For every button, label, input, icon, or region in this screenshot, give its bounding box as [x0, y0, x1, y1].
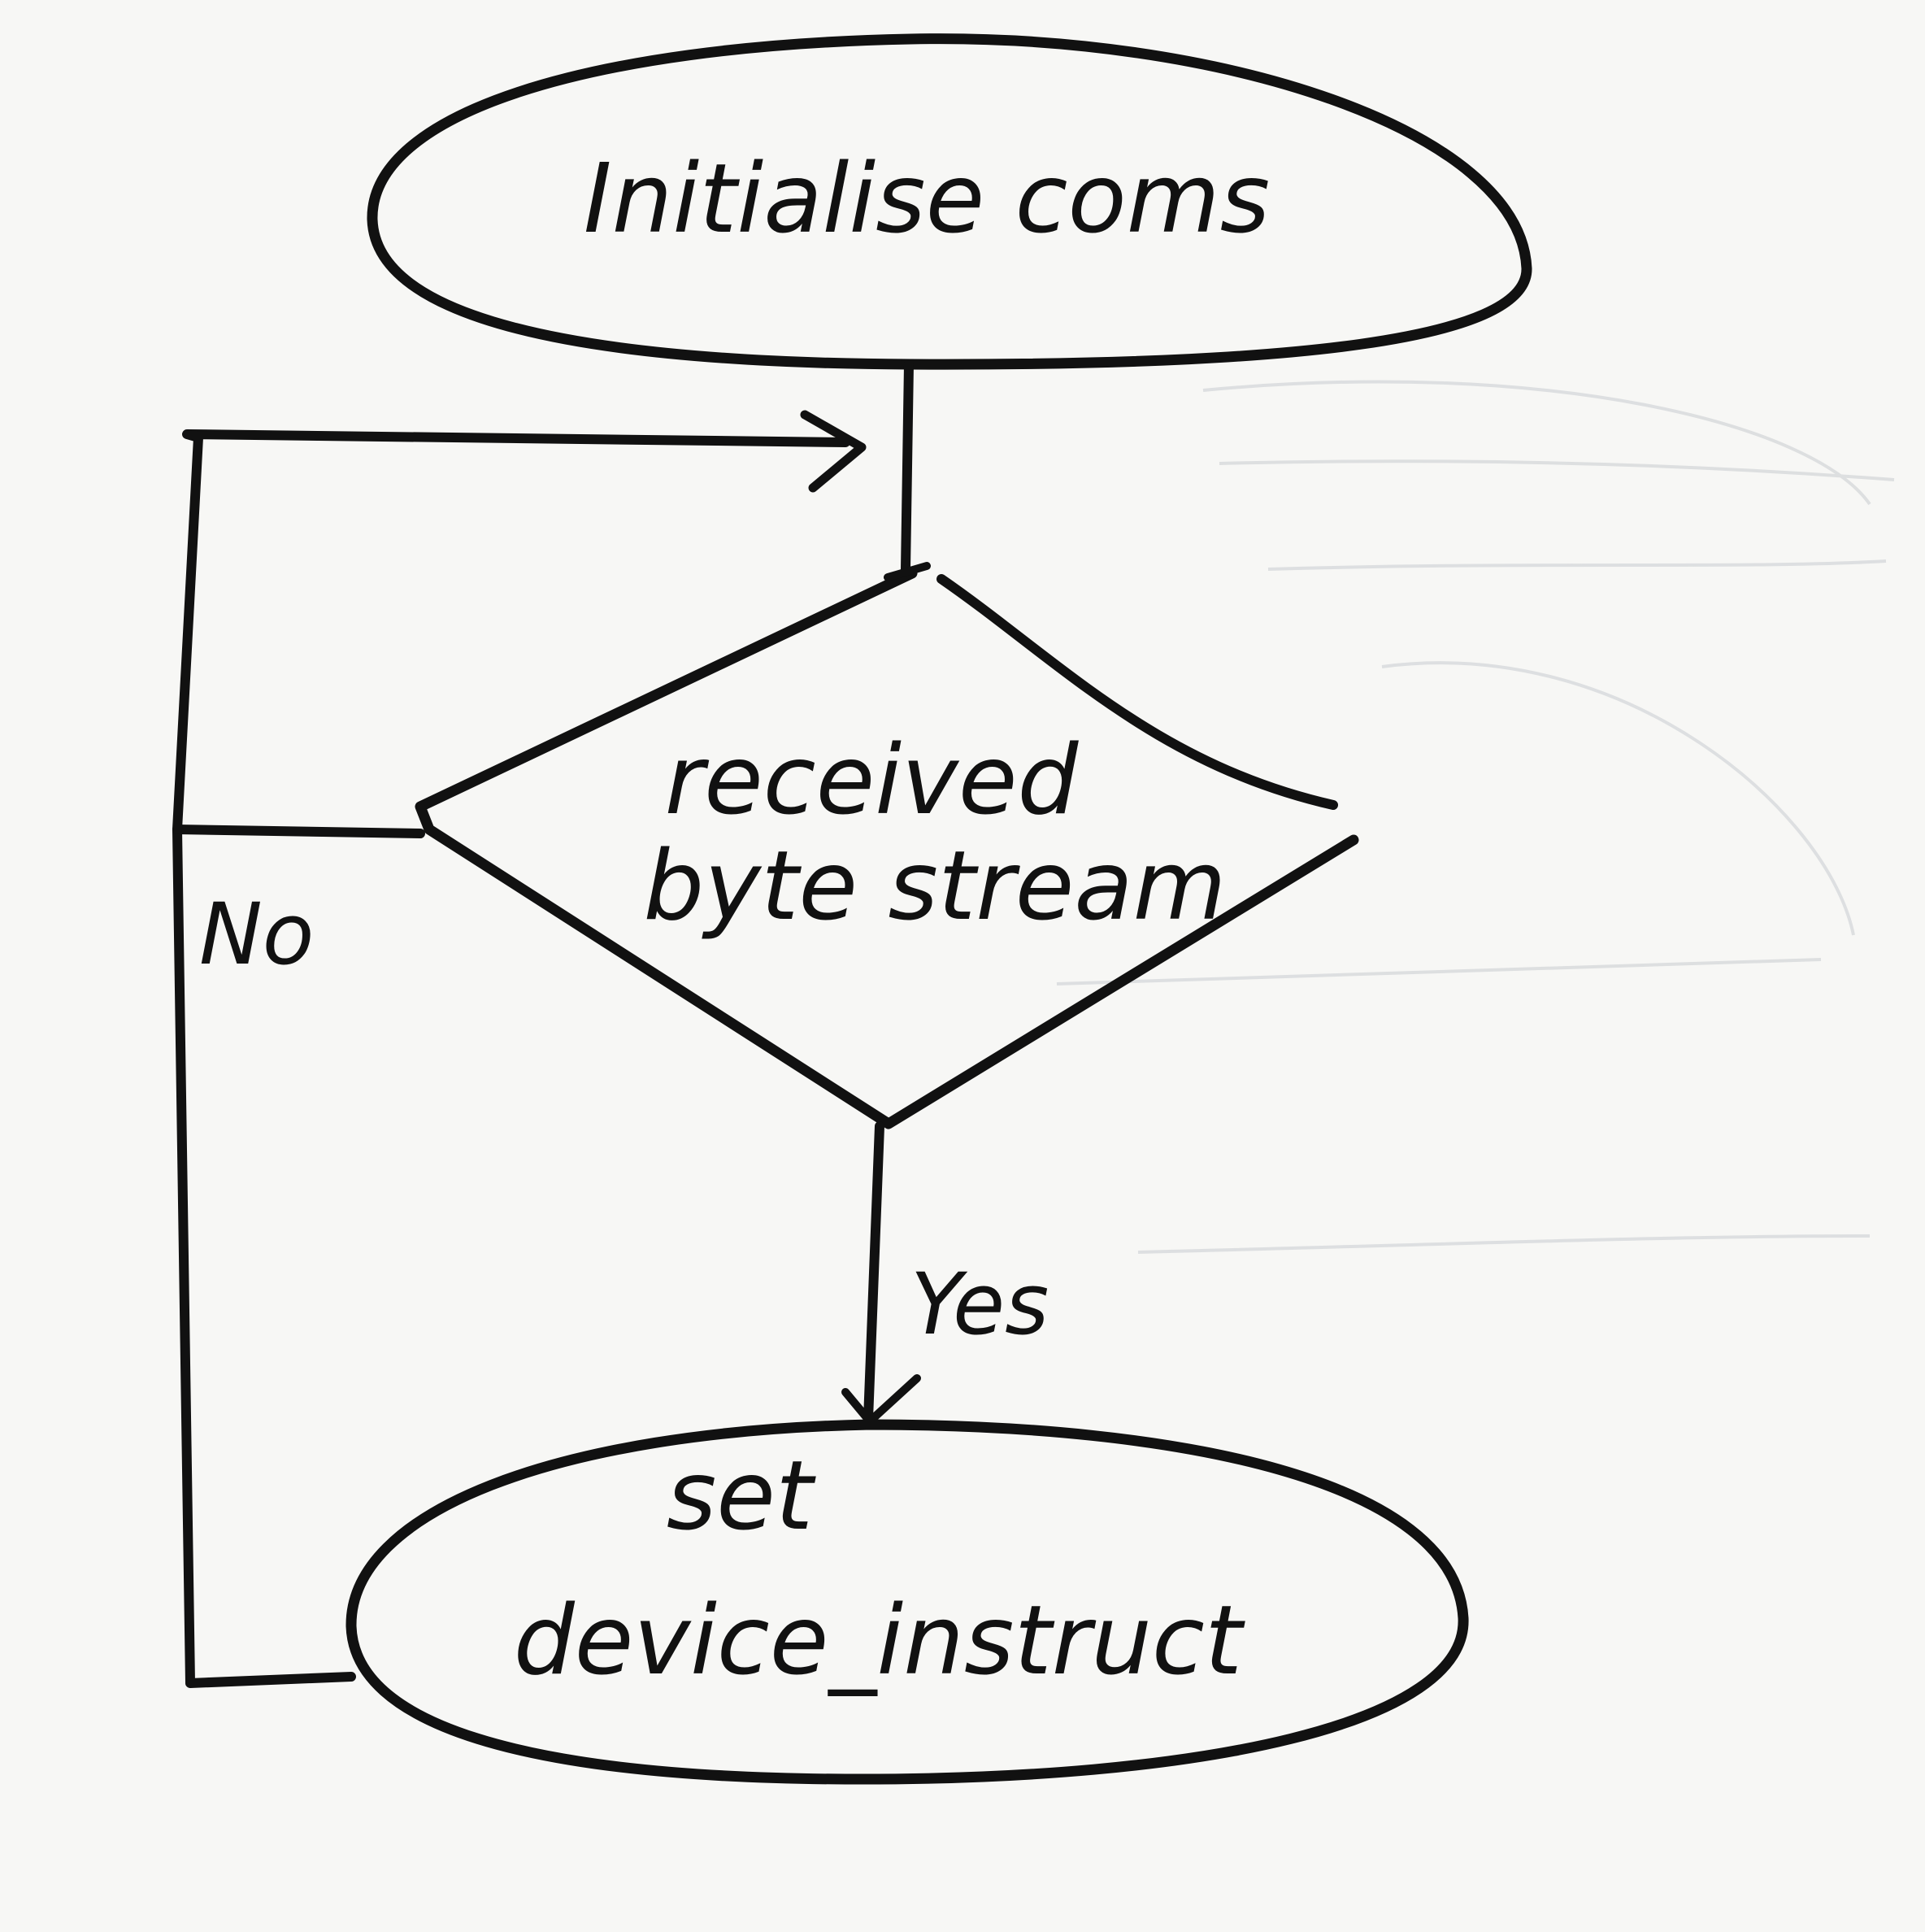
decision-top-right-edge	[936, 574, 1338, 810]
decision-label-line1: received	[665, 724, 1080, 836]
loop-return-arrowhead	[800, 410, 867, 493]
end-label-line1: set	[667, 1439, 816, 1551]
no-label: No	[199, 885, 314, 984]
end-label-line2: device_instruct	[514, 1584, 1245, 1696]
yes-line	[863, 1121, 884, 1424]
start-ellipse	[367, 33, 1532, 370]
connector-start-to-decision	[901, 359, 914, 574]
decision-top-vertex-tick	[884, 562, 931, 581]
no-branch: No	[172, 410, 867, 1688]
yes-label: Yes	[910, 1255, 1049, 1354]
decision-diamond: received byte stream	[415, 562, 1359, 1129]
loop-return-line	[172, 429, 850, 834]
end-ellipse	[345, 1419, 1469, 1785]
show-through-marks	[1056, 380, 1895, 1254]
end-terminator: set device_instruct	[345, 1419, 1469, 1785]
no-loop-line	[172, 825, 425, 1688]
start-terminator: Initialise coms	[367, 33, 1532, 370]
decision-label-line2: byte stream	[643, 829, 1226, 942]
yes-branch: Yes	[841, 1121, 1049, 1425]
decision-shape	[415, 568, 1359, 1129]
start-label: Initialise coms	[584, 142, 1270, 255]
